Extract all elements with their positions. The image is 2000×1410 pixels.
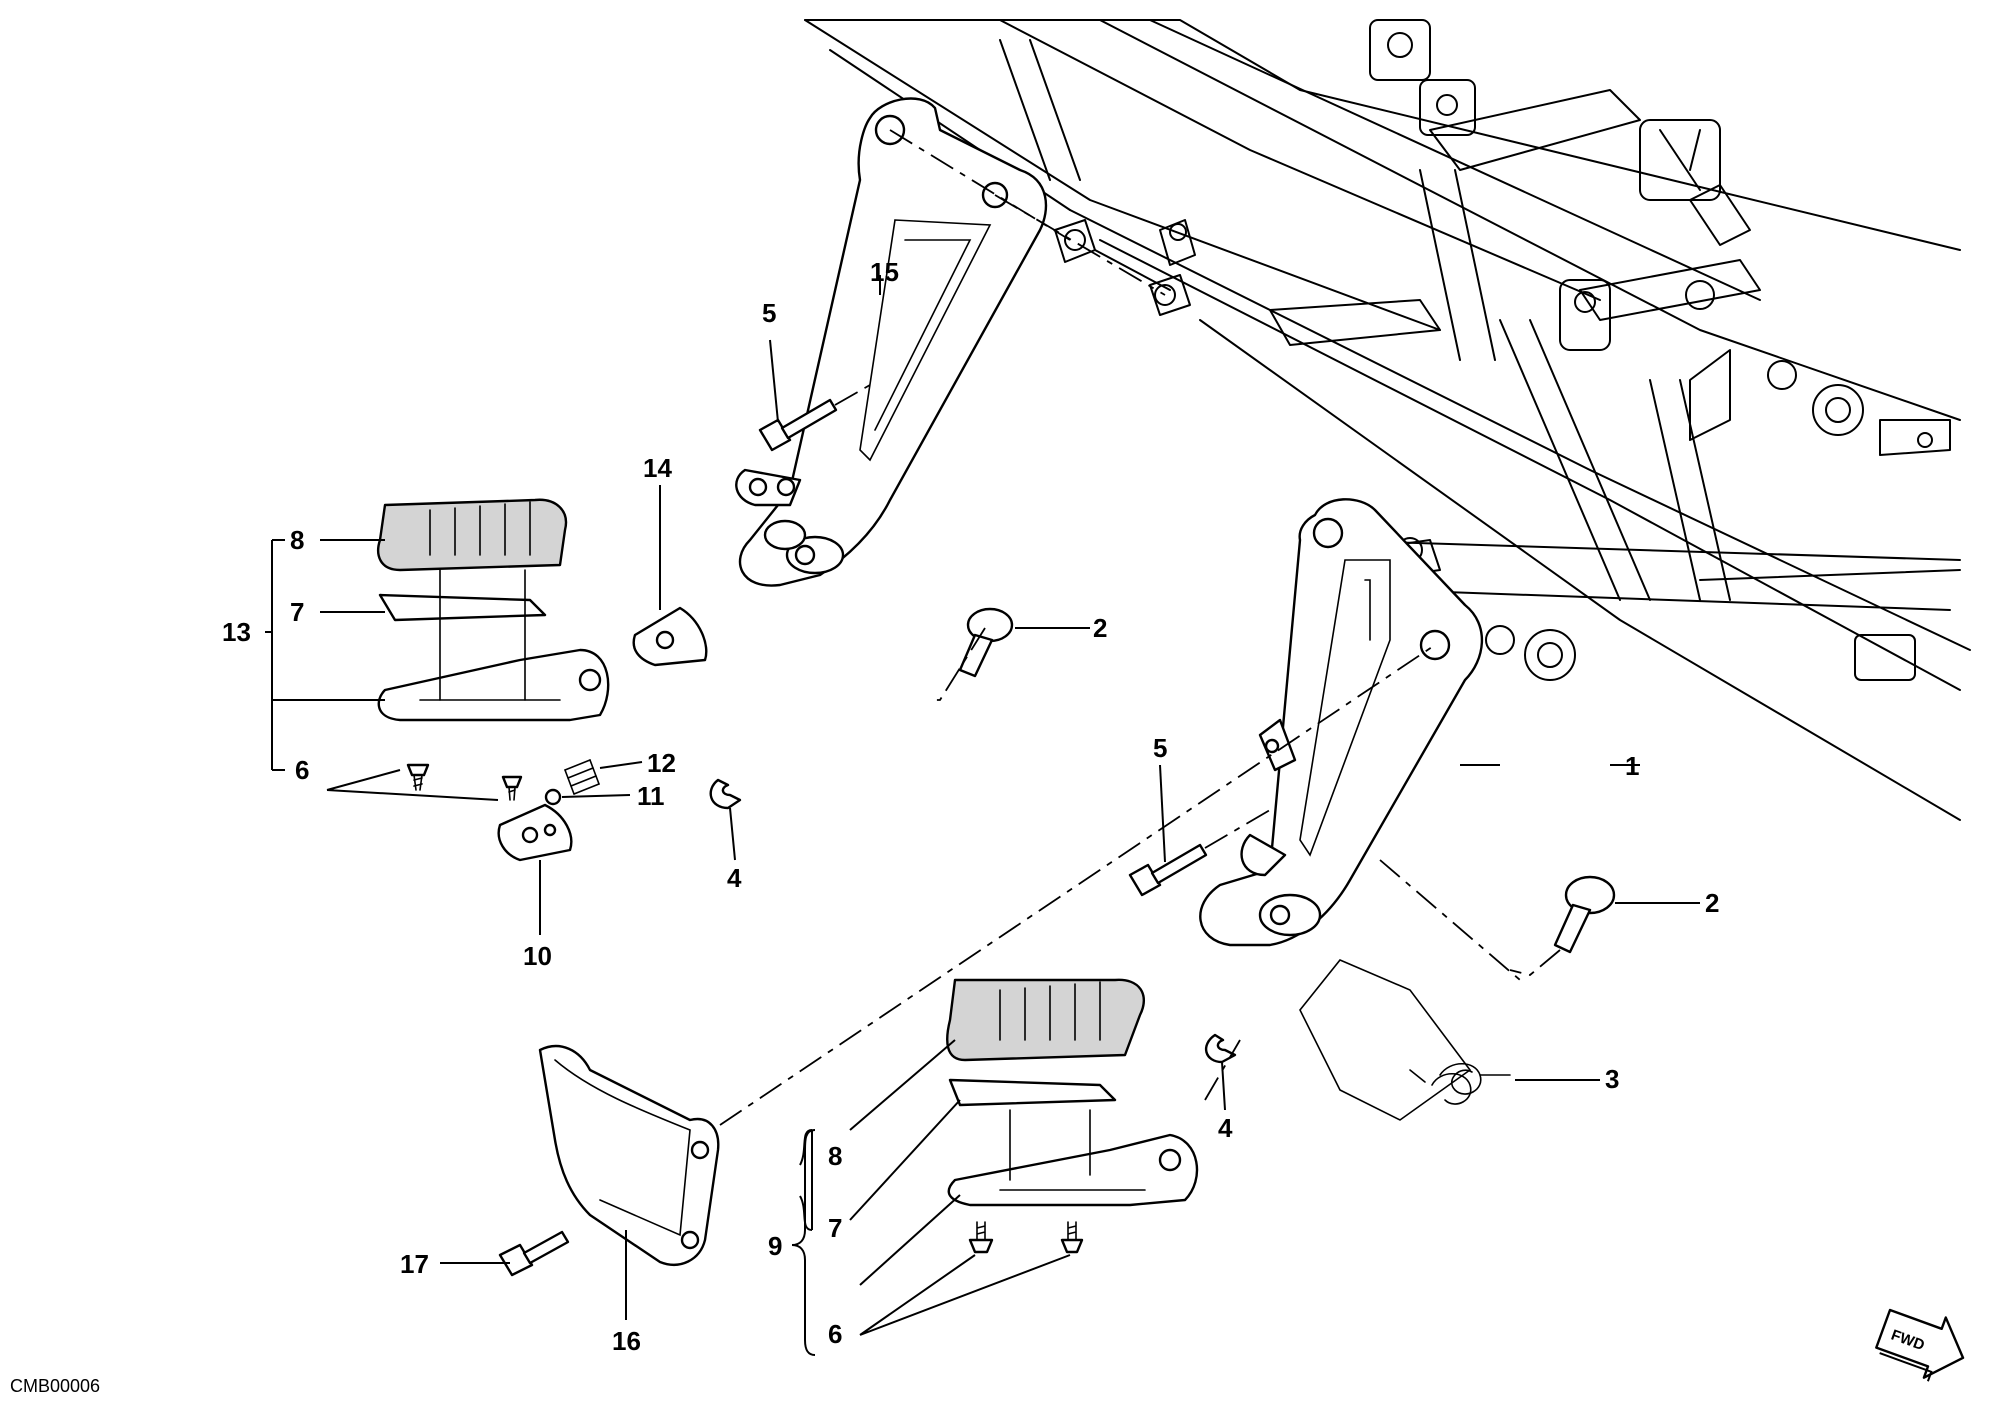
screw-6-lower-b <box>1060 1221 1084 1254</box>
clip-4-upper <box>709 778 742 810</box>
bolt-5-lower <box>1128 843 1208 897</box>
brace-9 <box>791 1129 816 1356</box>
motorcycle-frame <box>804 19 1971 821</box>
callout-7-lower: 7 <box>828 1213 842 1243</box>
footpeg-assembly-upper <box>377 498 610 722</box>
callout-8-lower: 8 <box>828 1141 842 1171</box>
callout-10: 10 <box>523 941 552 971</box>
screw-6-upper-b <box>501 775 523 801</box>
callout-13: 13 <box>222 617 251 647</box>
bolt-17 <box>498 1230 570 1277</box>
callout-8-upper: 8 <box>290 525 304 555</box>
callout-3: 3 <box>1605 1064 1619 1094</box>
ball-11 <box>544 788 562 806</box>
spring-3-inset <box>1299 959 1511 1121</box>
fwd-arrow-icon: FWD <box>1875 1308 1965 1382</box>
callout-6-upper: 6 <box>295 755 309 785</box>
pivot-pin-2-lower <box>1553 875 1616 954</box>
callout-4-upper: 4 <box>727 863 742 893</box>
callout-2-upper: 2 <box>1093 613 1107 643</box>
callout-9: 9 <box>768 1231 782 1261</box>
footpeg-assembly-lower <box>946 978 1199 1207</box>
callout-11: 11 <box>637 781 665 811</box>
callout-7-upper: 7 <box>290 597 304 627</box>
callout-14: 14 <box>643 453 672 483</box>
spring-12 <box>564 759 600 795</box>
bolt-5-upper <box>758 398 838 452</box>
pivot-pin-2-upper <box>958 607 1014 678</box>
callout-4-lower: 4 <box>1218 1113 1233 1143</box>
footrest-bracket-15 <box>735 97 1048 587</box>
callout-labels: 1 2 2 3 4 4 5 5 6 6 7 7 8 8 9 10 11 12 1… <box>222 257 1719 1356</box>
callout-2-lower: 2 <box>1705 888 1719 918</box>
screw-6-lower-a <box>968 1221 994 1254</box>
clip-4-lower <box>1204 1033 1237 1064</box>
callout-15: 15 <box>870 257 899 287</box>
callout-16: 16 <box>612 1326 641 1356</box>
callout-17: 17 <box>400 1249 429 1279</box>
heel-guard-16 <box>538 1044 720 1266</box>
drawing-code: CMB00006 <box>10 1376 100 1396</box>
callout-5-upper: 5 <box>762 298 776 328</box>
callout-6-lower: 6 <box>828 1319 842 1349</box>
footrest-bracket-1 <box>1199 498 1484 947</box>
screw-6-upper-a <box>406 763 430 791</box>
callout-5-lower: 5 <box>1153 733 1167 763</box>
callout-12: 12 <box>647 748 676 778</box>
callout-1: 1 <box>1625 751 1639 781</box>
